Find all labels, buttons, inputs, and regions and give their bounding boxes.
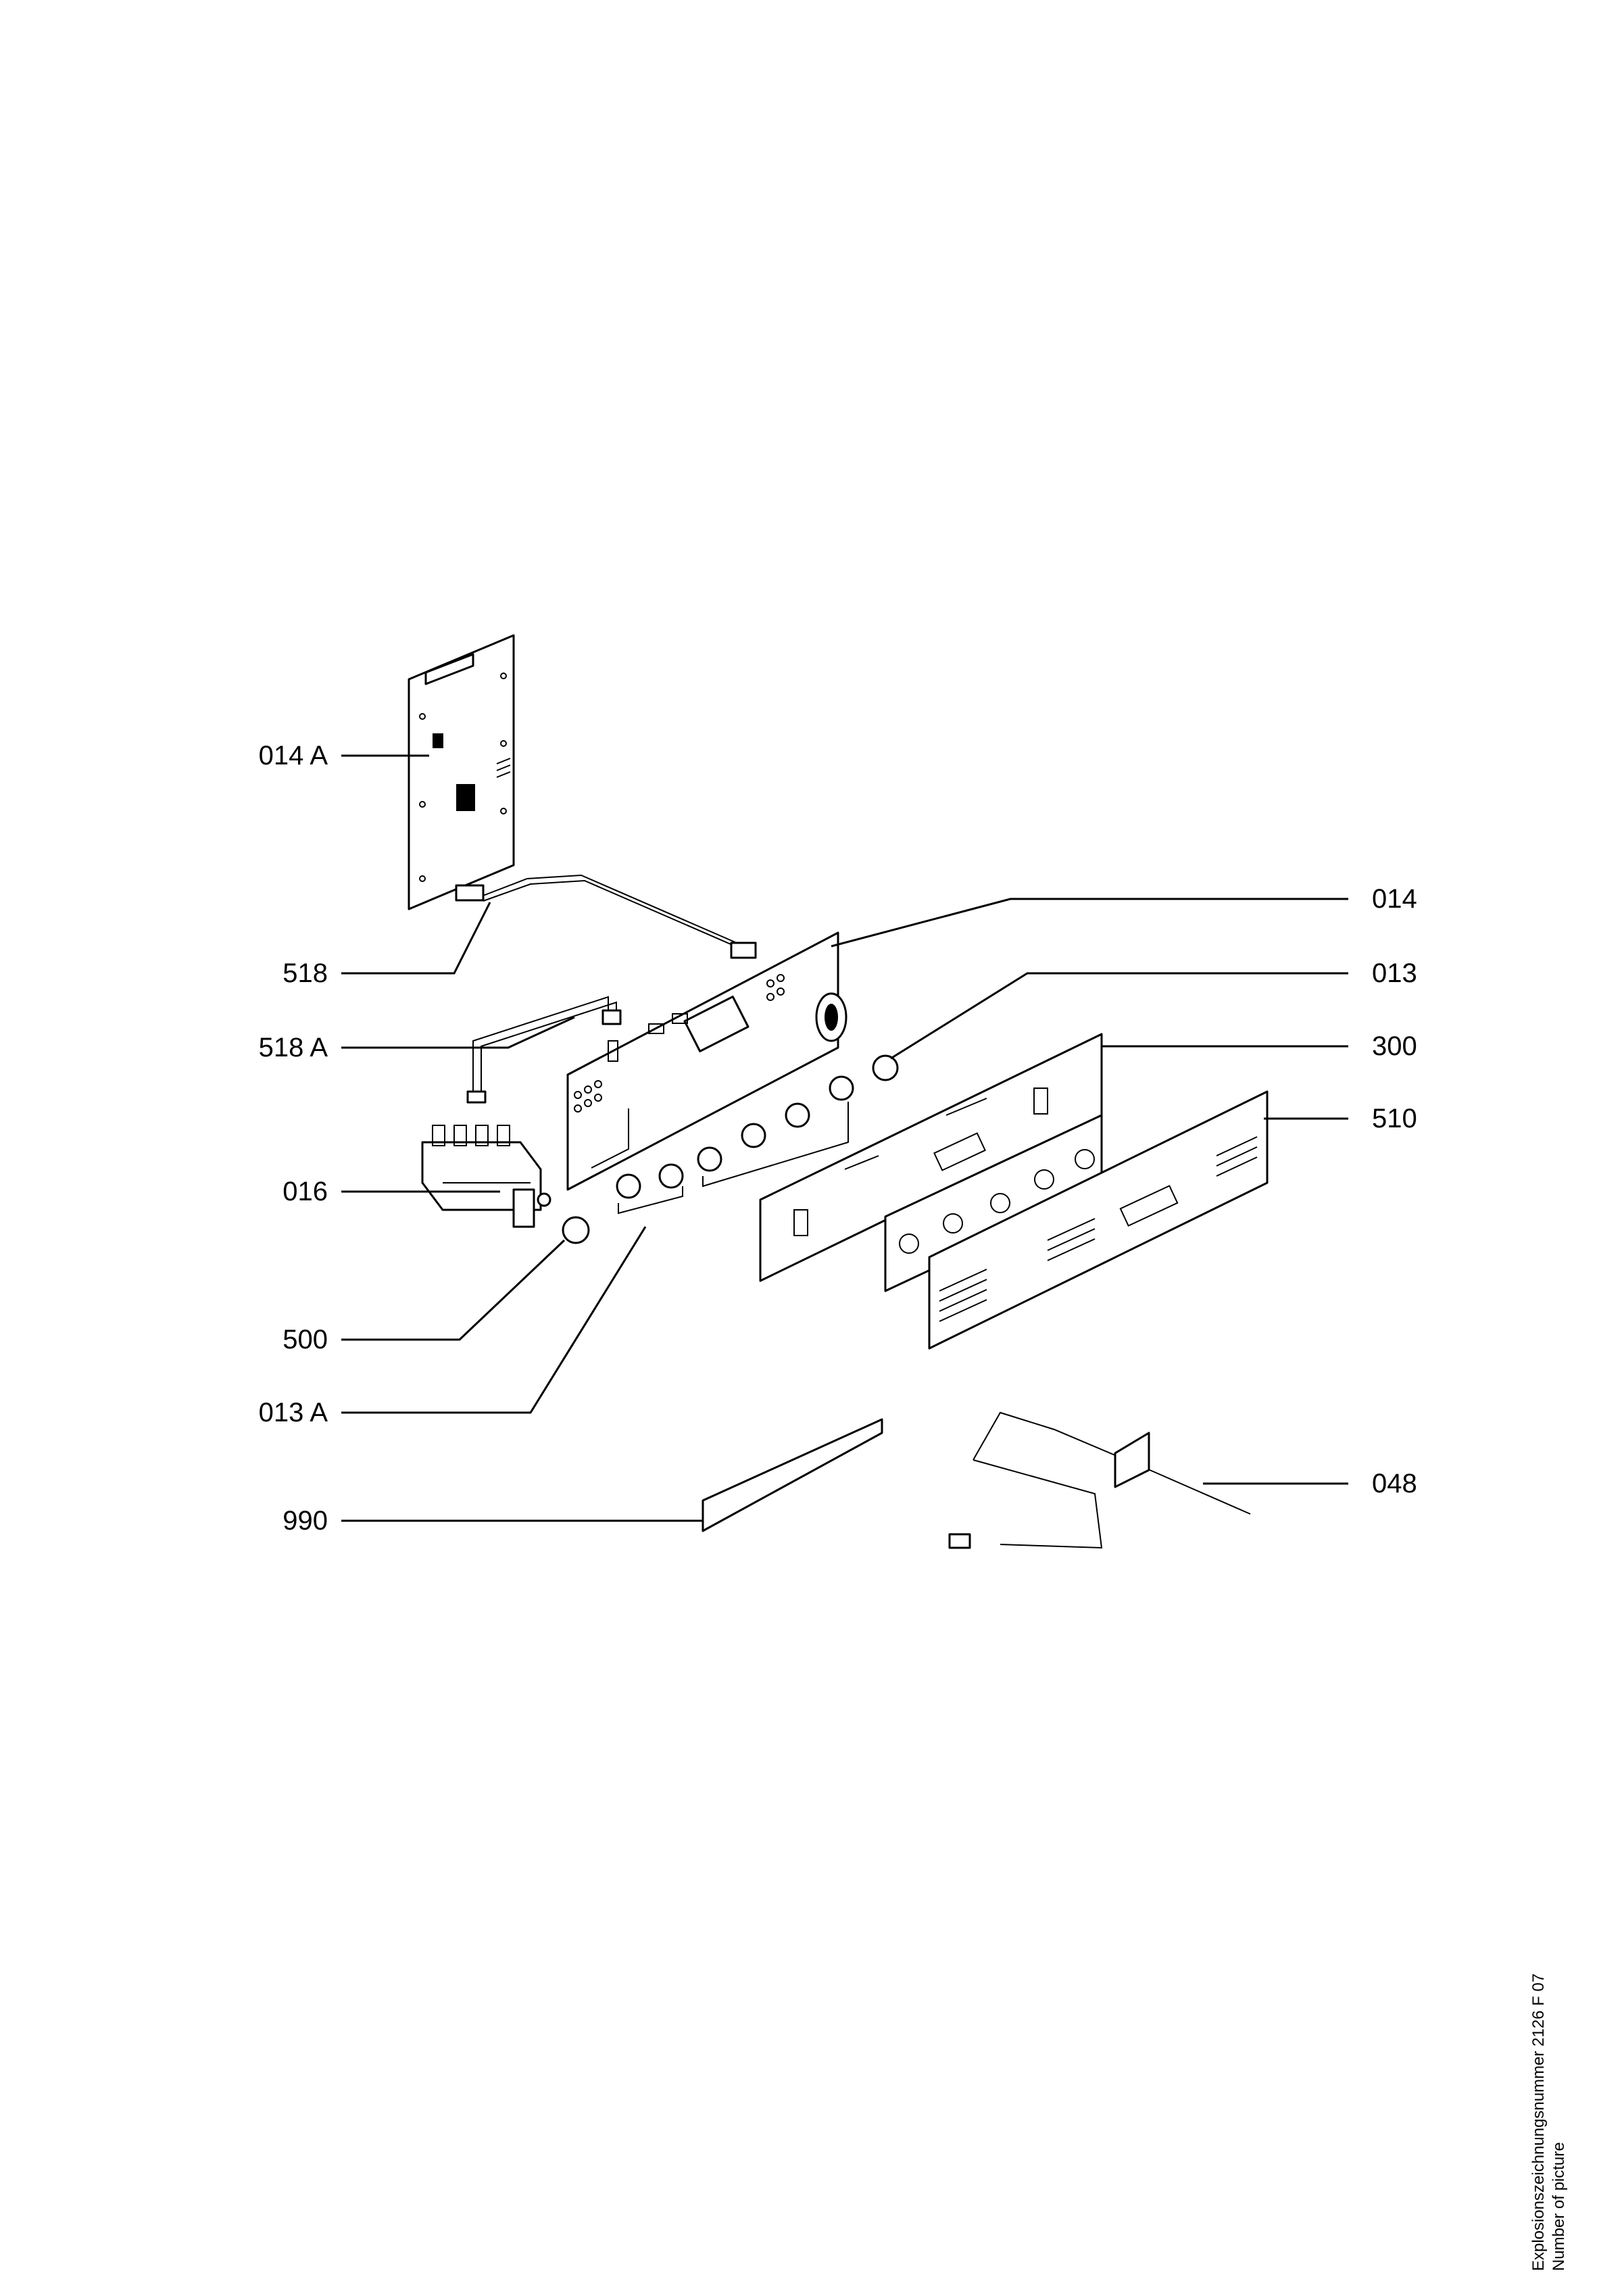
label-990: 990: [282, 1506, 328, 1536]
label-510: 510: [1372, 1104, 1417, 1133]
part-300-fascia-frame: [759, 1033, 1103, 1292]
label-500: 500: [282, 1325, 328, 1354]
label-518a: 518 A: [258, 1033, 328, 1062]
label-518: 518: [282, 958, 328, 988]
part-013-knob: [872, 1054, 899, 1081]
part-013a-knob-bracket: [618, 1102, 849, 1215]
part-014-display-pcb: [566, 931, 847, 1191]
label-014a: 014 A: [258, 741, 328, 771]
leader-lines: [341, 754, 1348, 1522]
label-300: 300: [1372, 1031, 1417, 1061]
part-knobs-row: [616, 1075, 854, 1199]
part-500-knob: [562, 1216, 590, 1244]
picture-number-line-de: Explosionszeichnungsnummer 2126 F 07: [1529, 1973, 1548, 2271]
label-014: 014: [1372, 884, 1417, 914]
part-518a-ribbon-cable: [466, 996, 622, 1104]
part-048-sensor: [948, 1411, 1251, 1549]
part-518-cable: [455, 874, 757, 959]
part-510-front-panel: [928, 1090, 1269, 1350]
label-013: 013: [1372, 958, 1417, 988]
picture-number-line-en: Number of picture: [1550, 2142, 1568, 2271]
label-013a: 013 A: [258, 1398, 328, 1427]
part-016-switch-block: [421, 1125, 551, 1228]
label-016: 016: [282, 1177, 328, 1206]
label-048: 048: [1372, 1469, 1417, 1498]
part-014a-pcb: [408, 634, 515, 910]
part-990-foam-strip: [702, 1418, 883, 1532]
picture-number-note: Explosionszeichnungsnummer 2126 F 07 Num…: [1529, 1974, 1569, 2271]
